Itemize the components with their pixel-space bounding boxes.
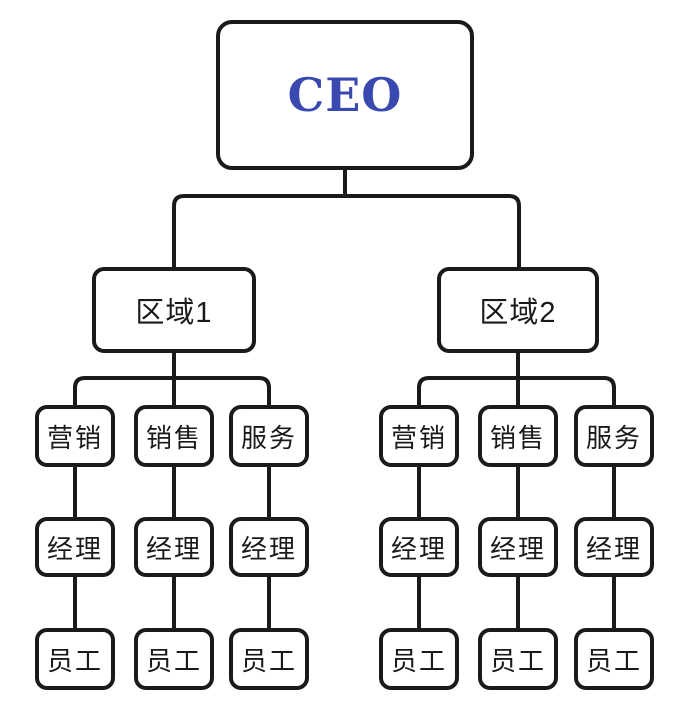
connector-manager-employee <box>73 575 616 630</box>
node-label: 营销 <box>390 422 447 453</box>
node-label: 销售 <box>145 422 202 453</box>
node-region2-employee-3: 员工 <box>574 628 654 690</box>
connector-dept-manager <box>73 465 616 519</box>
node-label: 员工 <box>145 645 202 676</box>
node-label: 营销 <box>46 422 103 453</box>
node-label: 经理 <box>240 533 297 564</box>
node-region2-dept-sales: 销售 <box>478 405 558 467</box>
node-region1-dept-service: 服务 <box>229 405 309 467</box>
connector-region2-bar <box>417 376 616 405</box>
node-label: 经理 <box>390 533 447 564</box>
node-label: 经理 <box>489 533 546 564</box>
node-region1-manager-1: 经理 <box>35 517 115 577</box>
node-label: 区域2 <box>479 297 557 329</box>
node-label: 服务 <box>240 422 297 453</box>
node-label: 员工 <box>390 645 447 676</box>
node-region-2: 区域2 <box>437 267 599 353</box>
node-region1-employee-3: 员工 <box>229 628 309 690</box>
connector-ceo-bar <box>172 194 521 267</box>
node-region1-manager-3: 经理 <box>229 517 309 577</box>
node-region1-dept-marketing: 营销 <box>35 405 115 467</box>
node-region-1: 区域1 <box>92 267 256 353</box>
node-label: 员工 <box>240 645 297 676</box>
node-label: 销售 <box>489 422 546 453</box>
node-region2-dept-marketing: 营销 <box>379 405 459 467</box>
node-region1-employee-2: 员工 <box>134 628 214 690</box>
node-label: 区域1 <box>135 297 213 329</box>
node-label: 员工 <box>46 645 103 676</box>
node-region1-dept-sales: 销售 <box>134 405 214 467</box>
node-region1-manager-2: 经理 <box>134 517 214 577</box>
connector-region1-bar <box>73 376 271 405</box>
node-label: CEO <box>287 68 403 122</box>
node-region2-dept-service: 服务 <box>574 405 654 467</box>
node-label: 经理 <box>145 533 202 564</box>
node-label: 经理 <box>585 533 642 564</box>
node-region2-manager-1: 经理 <box>379 517 459 577</box>
node-label: 员工 <box>585 645 642 676</box>
node-ceo: CEO <box>216 20 474 170</box>
node-label: 服务 <box>585 422 642 453</box>
node-label: 员工 <box>489 645 546 676</box>
node-region2-employee-1: 员工 <box>379 628 459 690</box>
node-region1-employee-1: 员工 <box>35 628 115 690</box>
node-region2-employee-2: 员工 <box>478 628 558 690</box>
node-label: 经理 <box>46 533 103 564</box>
node-region2-manager-2: 经理 <box>478 517 558 577</box>
node-region2-manager-3: 经理 <box>574 517 654 577</box>
